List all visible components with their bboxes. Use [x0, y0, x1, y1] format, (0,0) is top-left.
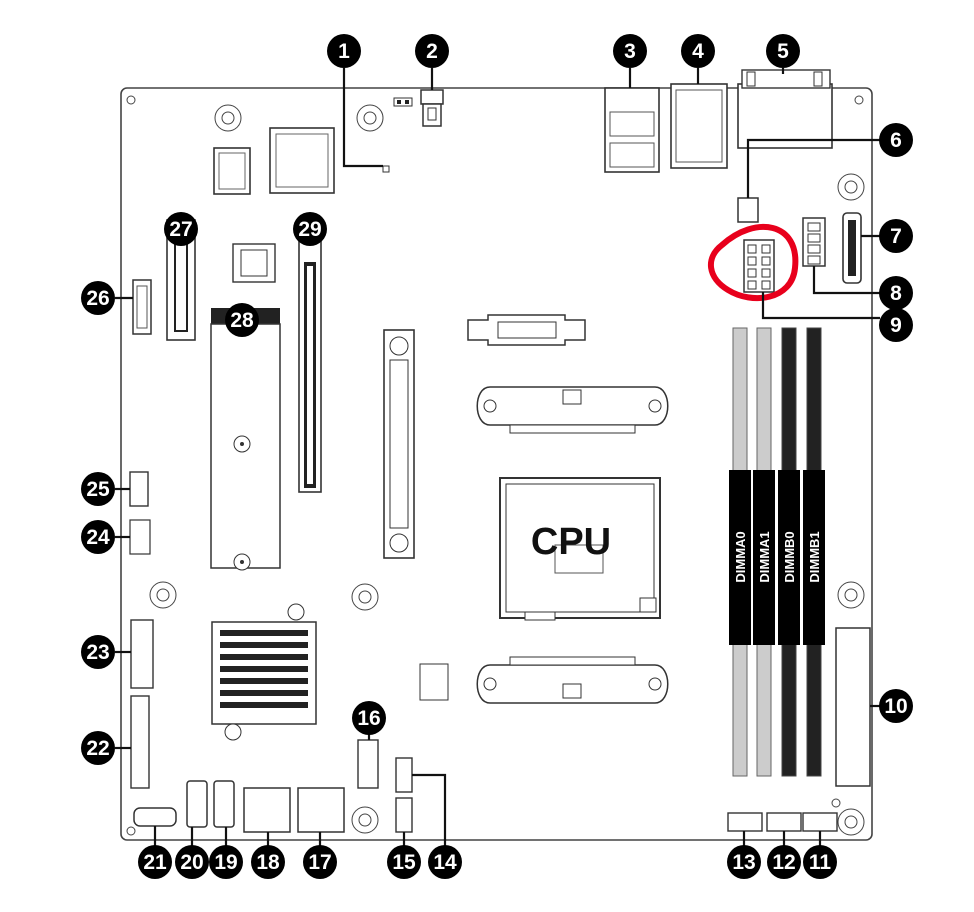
leader-lines [115, 68, 880, 846]
front-panel-headers [129, 471, 154, 789]
lan-port-1 [604, 87, 660, 173]
callout-21: 21 [143, 851, 167, 874]
dimm-label-a0: DIMMA0 [733, 531, 748, 582]
atx-24pin-connector [835, 627, 871, 787]
hdd-power-connector [802, 217, 826, 267]
cpu-retention-bracket [383, 329, 415, 559]
chip-bmc [269, 127, 335, 194]
mounting-holes [126, 95, 865, 836]
callout-3: 3 [624, 40, 636, 63]
callout-5: 5 [777, 40, 789, 63]
sata-connectors [133, 739, 413, 833]
m2-slot [210, 308, 281, 571]
dimm-label-b0: DIMMB0 [782, 531, 797, 582]
highlight-circle [707, 223, 799, 302]
callout-14: 14 [433, 851, 457, 874]
callout-25: 25 [86, 478, 110, 501]
callout-10: 10 [884, 695, 907, 718]
callout-2: 2 [426, 40, 438, 63]
atx-12v-power-connector [743, 239, 775, 293]
callout-1: 1 [338, 40, 350, 63]
callout-16: 16 [357, 707, 380, 730]
callout-23: 23 [86, 641, 109, 664]
callout-29: 29 [298, 218, 321, 241]
callout-22: 22 [86, 737, 109, 760]
dimm-label-a1: DIMMA1 [757, 531, 772, 582]
left-header-connector [132, 279, 152, 335]
id-switch [420, 89, 444, 127]
callout-11: 11 [809, 851, 832, 874]
callout-7: 7 [890, 225, 902, 248]
callout-19: 19 [214, 851, 237, 874]
chip-small [213, 147, 251, 195]
callout-20: 20 [180, 851, 203, 874]
fan-connector-small [737, 197, 759, 223]
callout-24: 24 [86, 526, 110, 549]
callout-18: 18 [256, 851, 280, 874]
jumper-header [393, 97, 413, 107]
dimm-label-b1: DIMMB1 [807, 531, 822, 582]
small-chip [419, 663, 449, 701]
cpu-top-bracket [467, 314, 586, 346]
callout-4: 4 [692, 40, 704, 63]
fan-headers [727, 812, 838, 832]
callouts: 1 2 3 4 5 6 7 8 9 10 11 12 13 14 15 16 1… [81, 34, 913, 879]
pch-heatsink [211, 603, 317, 741]
cooler-mount-top [476, 386, 669, 434]
callout-26: 26 [86, 287, 109, 310]
callout-9: 9 [890, 314, 902, 337]
lan-port-2 [670, 83, 728, 169]
sata-dom-connector [842, 212, 862, 284]
cpu-label: CPU [531, 521, 611, 563]
vga-port [737, 69, 833, 149]
dimm-slots [729, 327, 825, 777]
callout-6: 6 [890, 129, 902, 152]
callout-15: 15 [392, 851, 416, 874]
callout-27: 27 [169, 218, 192, 241]
status-led [382, 165, 390, 173]
pcie-slot-2 [298, 231, 322, 493]
callout-13: 13 [732, 851, 755, 874]
callout-8: 8 [890, 282, 902, 305]
cooler-mount-bottom [476, 656, 669, 704]
cpu-socket [499, 477, 661, 621]
callout-28: 28 [230, 309, 254, 332]
callout-17: 17 [308, 851, 331, 874]
tpm-chip [232, 243, 276, 283]
callout-12: 12 [772, 851, 795, 874]
